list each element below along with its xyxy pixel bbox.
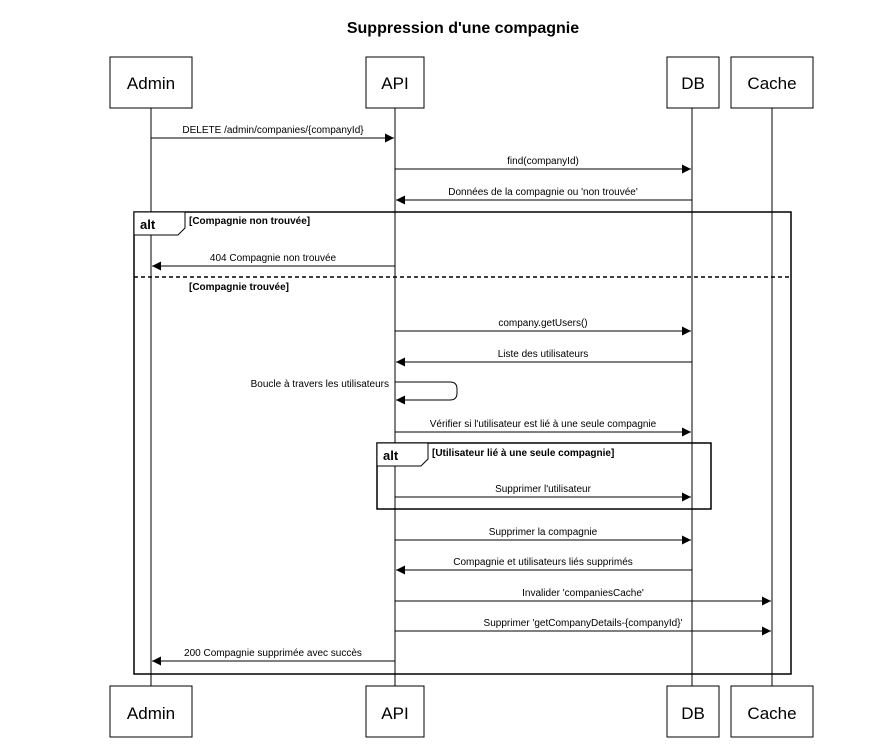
message-label: DELETE /admin/companies/{companyId} xyxy=(182,125,364,136)
message-label: Boucle à travers les utilisateurs xyxy=(251,379,389,390)
message-label: 404 Compagnie non trouvée xyxy=(210,253,337,264)
participant-db-top: DB xyxy=(666,56,720,109)
lifelines xyxy=(150,108,773,686)
fragment-condition: [Compagnie trouvée] xyxy=(189,282,289,293)
fragment-condition: [Compagnie non trouvée] xyxy=(189,216,310,227)
messages: DELETE /admin/companies/{companyId} find… xyxy=(151,125,771,666)
participant-db-bottom: DB xyxy=(666,685,720,738)
message-label: find(companyId) xyxy=(507,156,579,167)
message-self-arrow xyxy=(395,381,458,405)
message-label: Données de la compagnie ou 'non trouvée' xyxy=(448,187,638,198)
fragment-tag: alt xyxy=(383,448,399,463)
message-label: 200 Compagnie supprimée avec succès xyxy=(184,648,362,659)
participant-label: Cache xyxy=(747,74,796,93)
alt-fragment-inner: alt [Utilisateur lié à une seule compagn… xyxy=(376,442,712,510)
diagram-title: Suppression d'une compagnie xyxy=(347,20,579,37)
participant-admin-top: Admin xyxy=(109,56,193,109)
participant-label: API xyxy=(381,74,408,93)
participant-api-bottom: API xyxy=(365,685,425,738)
message-label: Supprimer 'getCompanyDetails-{companyId}… xyxy=(484,618,683,629)
message-label: Supprimer l'utilisateur xyxy=(495,484,592,495)
participant-admin-bottom: Admin xyxy=(109,685,193,738)
message-label: Supprimer la compagnie xyxy=(489,527,598,538)
participant-cache-bottom: Cache xyxy=(730,685,814,738)
participant-api-top: API xyxy=(365,56,425,109)
participant-label: DB xyxy=(681,704,705,723)
fragment-condition: [Utilisateur lié à une seule compagnie] xyxy=(432,448,614,459)
message-label: Liste des utilisateurs xyxy=(498,349,589,360)
participant-label: API xyxy=(381,704,408,723)
participant-label: Admin xyxy=(127,74,175,93)
message-label: Vérifier si l'utilisateur est lié à une … xyxy=(430,419,657,430)
participant-cache-top: Cache xyxy=(730,56,814,109)
message-label: Invalider 'companiesCache' xyxy=(522,588,644,599)
alt-fragment-outer: alt [Compagnie non trouvée] [Compagnie t… xyxy=(133,211,792,675)
participant-label: Admin xyxy=(127,704,175,723)
message-label: Compagnie et utilisateurs liés supprimés xyxy=(453,557,633,568)
participant-label: Cache xyxy=(747,704,796,723)
fragment-tag: alt xyxy=(140,217,156,232)
message-label: company.getUsers() xyxy=(498,318,587,329)
participant-label: DB xyxy=(681,74,705,93)
